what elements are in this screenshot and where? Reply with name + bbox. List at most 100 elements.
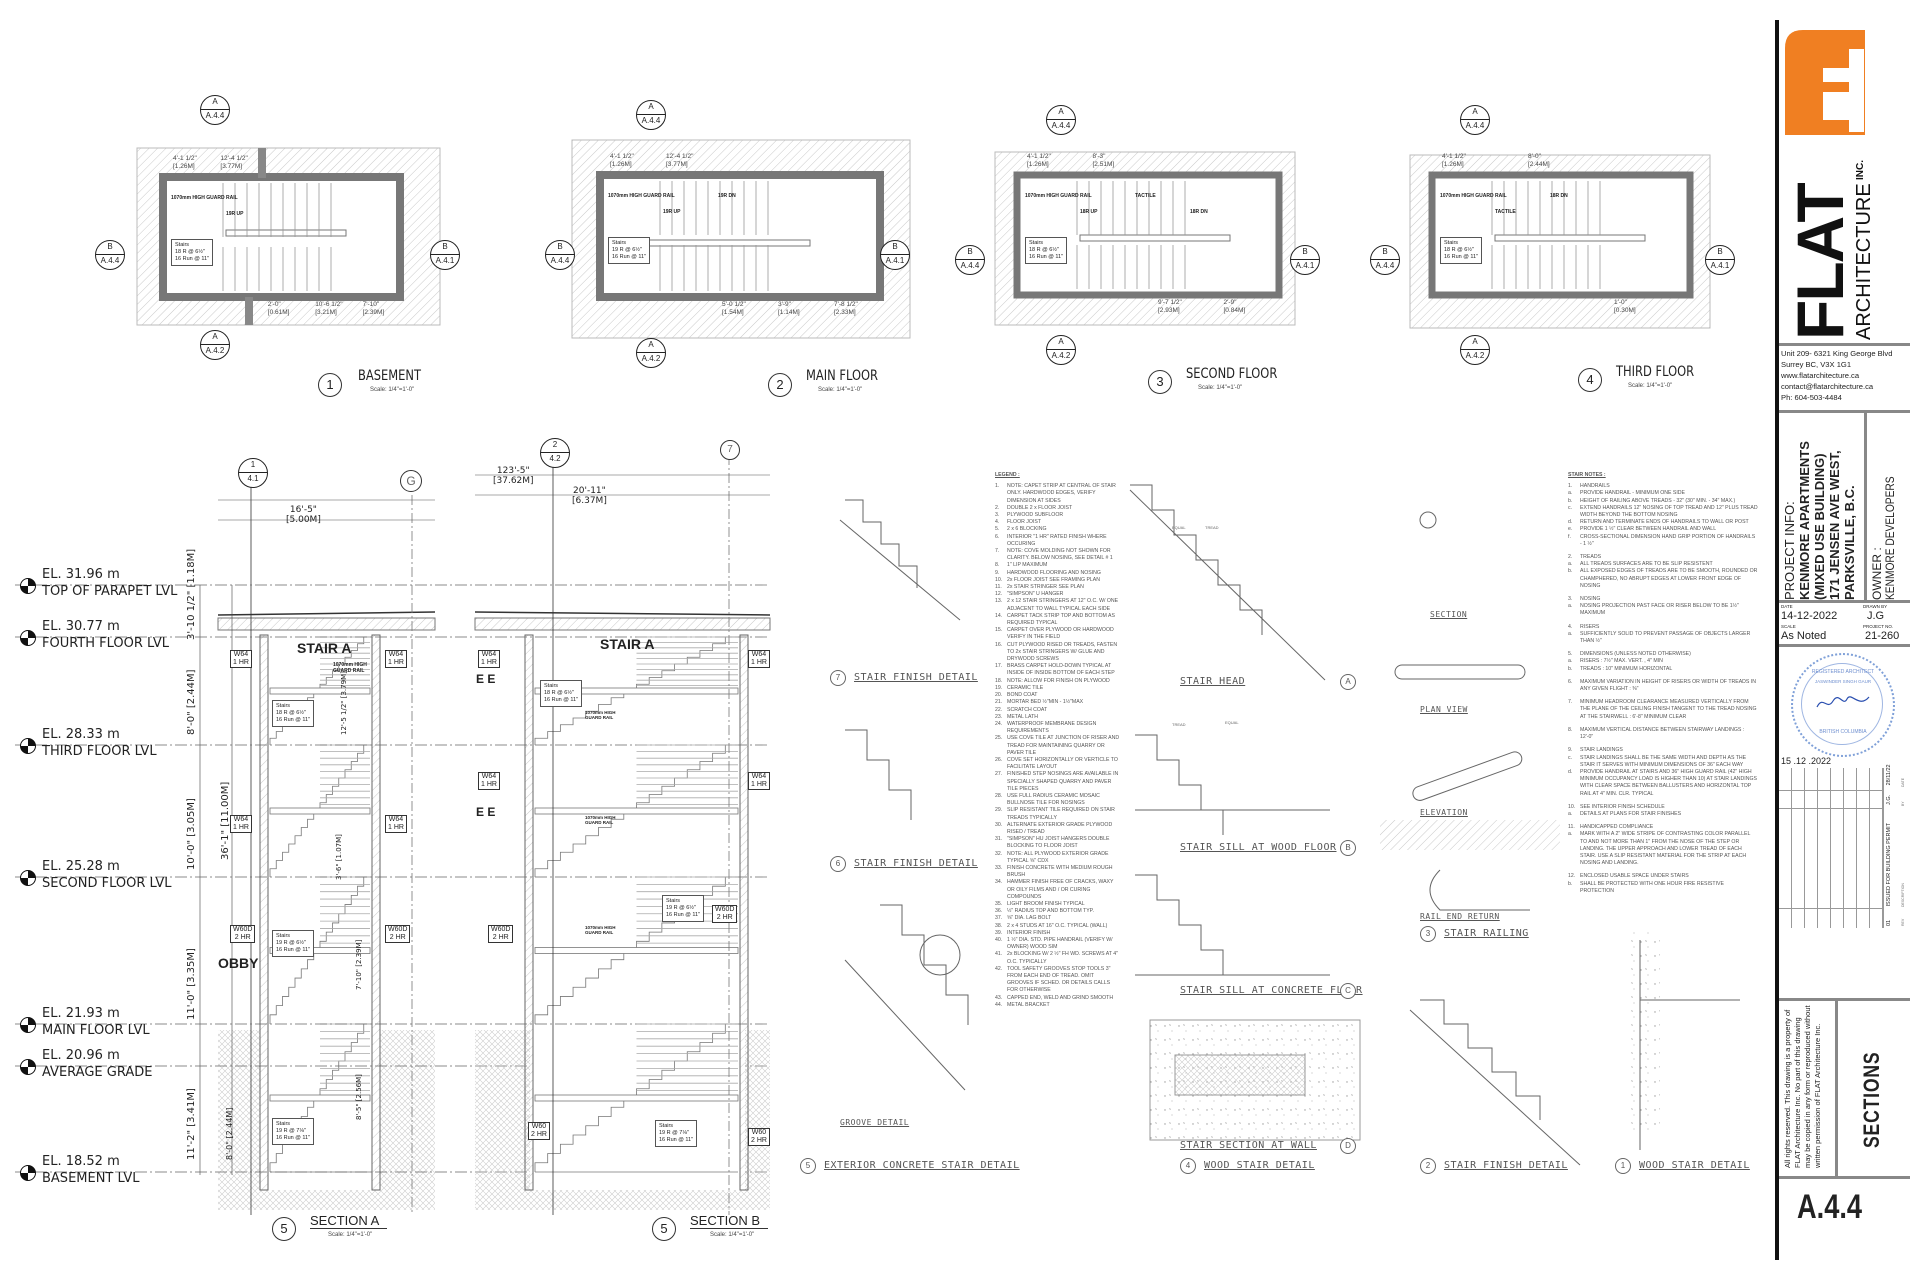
stair-info-line: 19 R @ 6½" bbox=[276, 940, 306, 946]
width-dimension: 16'-5"[5.00M] bbox=[286, 505, 321, 525]
legend-item-number: 35. bbox=[995, 900, 1003, 907]
plan-note: 1070mm HIGH GUARD RAIL bbox=[1025, 193, 1092, 199]
stair-note: f.CROSS-SECTIONAL DIMENSION HAND GRIP PO… bbox=[1568, 534, 1758, 548]
legend-item-text: METAL BRACKET bbox=[1007, 1001, 1050, 1008]
level-name: BASEMENT LVL bbox=[42, 1171, 140, 1186]
legend-item-number: 8. bbox=[995, 562, 1000, 569]
legend-item-text: 1" LIP MAXIMUM bbox=[1007, 562, 1048, 569]
legend-item: 30.ALTERNATE EXTERIOR GRADE PLYWOOD RISE… bbox=[995, 822, 1120, 836]
plan-note: TACTILE bbox=[1495, 209, 1516, 215]
detail-callout-circle bbox=[919, 934, 961, 976]
fire-rating: 1 HR bbox=[233, 659, 249, 666]
wall-type: W64 bbox=[388, 816, 404, 823]
legend-item-number: 39. bbox=[995, 929, 1003, 936]
stair-label: STAIR A bbox=[297, 640, 352, 656]
address-line[interactable]: www.flatarchitecture.ca bbox=[1781, 371, 1860, 380]
scale-value: As Noted bbox=[1781, 630, 1827, 642]
legend-item-text: NOTE: COVE MOLDING NOT SHOWN FOR CLARITY… bbox=[1007, 548, 1113, 562]
detail-number: 1 bbox=[1615, 1158, 1631, 1174]
stair-note-number: f. bbox=[1568, 533, 1571, 540]
project-address: 171 JENSEN AVE WEST, bbox=[1827, 450, 1842, 600]
stair-note-number: 3. bbox=[1568, 596, 1573, 603]
legend-item-number: 30. bbox=[995, 821, 1003, 828]
legend-item: 11.2x STAIR STRINGER SEE PLAN bbox=[995, 584, 1120, 591]
wall-type: W64 bbox=[751, 651, 767, 658]
fire-rating: 1 HR bbox=[388, 824, 404, 831]
plan-dimension: [1.26M] bbox=[610, 161, 632, 168]
address-line[interactable]: contact@flatarchitecture.ca bbox=[1781, 382, 1874, 391]
drawn-by-label: DRAWN BY bbox=[1863, 604, 1888, 609]
plan-dimension: [1.26M] bbox=[173, 163, 195, 170]
revision-row[interactable]: 01 ISSUED FOR BUILDING PERMIT J.G. 28/11… bbox=[1886, 764, 1892, 926]
project-no-value: 21-260 bbox=[1865, 630, 1900, 642]
copyright-notice: All rights reserved. This drawing is a p… bbox=[1783, 1005, 1822, 1168]
architect-seal: REGISTERED ARCHITECT JASWINDER SINGH GAU… bbox=[1791, 653, 1895, 757]
marker-top: 1 bbox=[239, 459, 267, 473]
concrete-stair-profile bbox=[880, 904, 969, 1025]
marker-letter: B bbox=[881, 241, 909, 255]
stair-info-line: 19 R @ 6½" bbox=[666, 905, 696, 911]
legend-item-text: INTERIOR FINISH bbox=[1007, 929, 1051, 936]
stair-info-line: Stairs bbox=[276, 1121, 291, 1127]
legend-item: 41.2x BLOCKING W/ 2 ½" FH WD. SCREWS AT … bbox=[995, 951, 1120, 965]
stair-info-line: 16 Run @ 11" bbox=[612, 254, 647, 260]
plan-note: TACTILE bbox=[1135, 193, 1156, 199]
legend-item: 35.LIGHT BROOM FINISH TYPICAL bbox=[995, 901, 1120, 908]
legend-item: 31."SIMPSON" HU JOIST HANGERS DOUBLE BLO… bbox=[995, 836, 1120, 850]
stair-note: a.SUFFICIENTLY SOLID TO PREVENT PASSAGE … bbox=[1568, 631, 1758, 645]
legend-item-text: FLOOR JOIST bbox=[1007, 519, 1042, 526]
legend-item: 37.⅝" DIA. LAG BOLT bbox=[995, 915, 1120, 922]
marker-sheet-ref: A.4.4 bbox=[641, 116, 661, 125]
guard-rail-note: 1070mm HIGH GUARD RAIL bbox=[585, 925, 616, 935]
wall-type: W64 bbox=[233, 651, 249, 658]
legend-item-text: FINISH CONCRETE WITH MEDIUM ROUGH BRUSH bbox=[1007, 864, 1113, 879]
legend-item: 40.1 ½" DIA. STD. PIPE HANDRAIL (VERIFY … bbox=[995, 937, 1120, 951]
stair-note: 9.STAIR LANDINGS bbox=[1568, 747, 1758, 754]
stair-note-number: 11. bbox=[1568, 824, 1575, 831]
stair-note-number: b. bbox=[1568, 497, 1573, 504]
address-line[interactable]: Ph: 604-503-4484 bbox=[1781, 393, 1842, 402]
legend-item-number: 37. bbox=[995, 915, 1003, 922]
plan-dimension: 4'-1 1/2" bbox=[173, 155, 197, 162]
stair-note: 7.MINIMUM HEADROOM CLEARANCE MEASURED VE… bbox=[1568, 699, 1758, 721]
stringer-line bbox=[839, 519, 961, 621]
marker-sheet-ref: A.4.4 bbox=[1375, 261, 1395, 270]
view-number: 4 bbox=[1578, 368, 1602, 392]
stair-info-line: 19 R @ 7⅛" bbox=[659, 1130, 689, 1136]
dim-metric: [37.62M] bbox=[493, 476, 534, 486]
description-header: DESCRIPTION bbox=[1901, 883, 1905, 908]
plan-dimension: 4'-1 1/2" bbox=[1442, 153, 1466, 160]
plan-dimension: 5'-0 1/2" bbox=[722, 301, 746, 308]
legend-item-number: 9. bbox=[995, 569, 1000, 576]
date-value: 14-12-2022 bbox=[1781, 610, 1838, 622]
view-number: 1 bbox=[318, 373, 342, 397]
legend-item: 4.FLOOR JOIST bbox=[995, 519, 1120, 526]
legend-item: 33.FINISH CONCRETE WITH MEDIUM ROUGH BRU… bbox=[995, 865, 1120, 879]
stair-note: d.PROVIDE HANDRAIL AT STAIRS AND 36" HIG… bbox=[1568, 769, 1758, 798]
legend-item-text: 2 x 4 STUDS AT 16" O.C. TYPICAL (WALL) bbox=[1007, 922, 1108, 929]
stair-note-number: 4. bbox=[1568, 623, 1573, 630]
